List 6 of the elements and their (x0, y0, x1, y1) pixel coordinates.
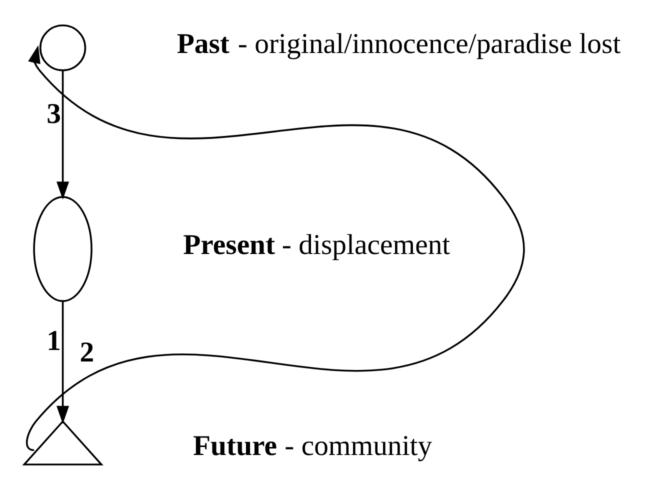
edge-label: 2 (79, 336, 94, 368)
node-label: Past - original/innocence/paradise lost (176, 28, 620, 60)
node-label: Future - community (192, 430, 432, 462)
edge-label: 3 (46, 98, 60, 130)
node-label: Present - displacement (182, 229, 450, 262)
edge-label: 1 (46, 325, 60, 358)
